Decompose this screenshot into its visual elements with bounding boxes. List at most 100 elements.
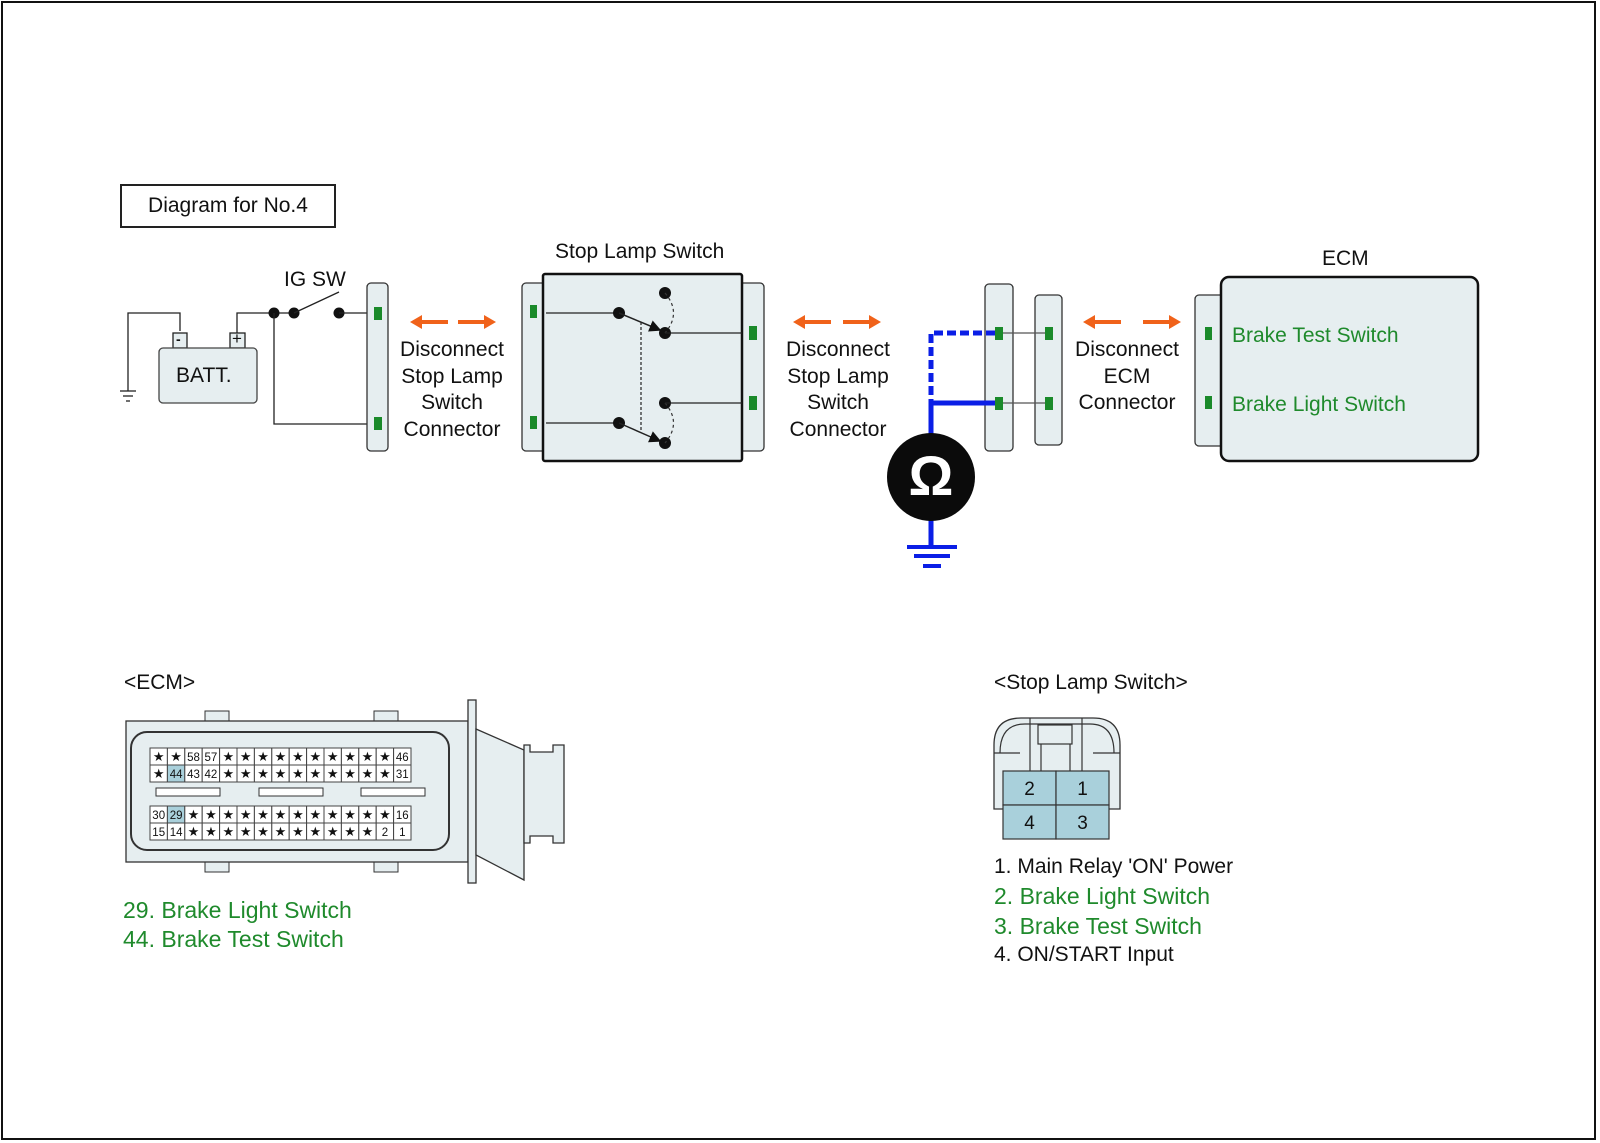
ecm-pin-unused-star: ★ [153, 766, 165, 781]
ecm-pin-number: 58 [187, 752, 200, 764]
ecm-legend-item: 44. Brake Test Switch [123, 926, 344, 952]
battery-negative-label: - [176, 331, 181, 347]
ecm-pin-unused-star: ★ [344, 766, 356, 781]
ecm-pin-cell [393, 764, 412, 783]
ecm-pin-unused-star: ★ [327, 807, 339, 822]
ecm-pin-number: 31 [396, 769, 409, 781]
disconnect-label-2: Disconnect Stop Lamp Switch Connector [774, 337, 902, 443]
disconnect-label-1-line: Connector [403, 417, 501, 441]
ecm-title: ECM [1322, 247, 1369, 270]
ecm-pin-number: 43 [187, 769, 200, 781]
ecm-legend-item: 29. Brake Light Switch [123, 897, 352, 923]
stop-lamp-pin-cell [1002, 804, 1057, 840]
disconnect-label-1-line: Disconnect [400, 338, 504, 361]
ecm-terminal-brake-test-switch: Brake Test Switch [1232, 324, 1399, 347]
ohmmeter-probe-leads [907, 330, 995, 568]
ecm-pin-unused-star: ★ [292, 766, 304, 781]
stop-lamp-legend-item-1: 1. Main Relay 'ON' Power [994, 855, 1234, 878]
ecm-pin-number: 46 [396, 752, 409, 764]
stop-lamp-pin-number: 2 [1024, 779, 1035, 800]
ecm-pin-unused-star: ★ [170, 749, 182, 764]
stop-lamp-pin-number: 3 [1077, 813, 1088, 834]
ecm-pin-unused-star: ★ [327, 766, 339, 781]
ecm-pin-unused-star: ★ [240, 749, 252, 764]
disconnect-label-3-line: Connector [1078, 391, 1176, 414]
ecm-pin-unused-star: ★ [153, 749, 165, 764]
ecm-connector-heading: <ECM> [124, 671, 196, 694]
ecm-pin-number: 44 [170, 769, 183, 781]
battery-positive-label: + [232, 329, 242, 348]
ecm-pin-unused-star: ★ [362, 766, 374, 781]
ecm-pin-unused-star: ★ [309, 766, 321, 781]
disconnect-label-2-line: Connector [789, 417, 887, 441]
ecm-pin-unused-star: ★ [240, 766, 252, 781]
ecm-pin-unused-star: ★ [257, 807, 269, 822]
ecm-pin-unused-star: ★ [379, 749, 391, 764]
disconnect-label-3-line: ECM [1103, 364, 1151, 388]
ecm-pin-unused-star: ★ [257, 766, 269, 781]
ecm-pin-number: 14 [170, 827, 183, 839]
disconnect-label-2-line: Disconnect [786, 338, 890, 361]
ecm-pin-unused-star: ★ [292, 824, 304, 839]
ecm-pin-unused-star: ★ [222, 766, 234, 781]
ecm-pin-unused-star: ★ [222, 824, 234, 839]
stop-lamp-legend-item-4: 4. ON/START Input [994, 943, 1174, 966]
stop-lamp-legend-item-2: 2. Brake Light Switch [994, 883, 1211, 909]
ecm-pin-cell [393, 822, 412, 841]
disconnect-arrow-1 [410, 315, 496, 329]
ground-symbol-left [120, 312, 181, 402]
stop-lamp-connector-heading: <Stop Lamp Switch> [994, 671, 1188, 694]
stop-lamp-pin-cell [1055, 770, 1110, 806]
disconnect-arrow-3 [1083, 315, 1181, 329]
ecm-pin-unused-star: ★ [379, 807, 391, 822]
disconnect-label-1-line: Stop Lamp [401, 364, 503, 388]
ecm-pin-unused-star: ★ [275, 824, 287, 839]
ecm-pin-unused-star: ★ [362, 824, 374, 839]
ecm-pin-number: 16 [396, 810, 409, 822]
connector-pair-middle [984, 283, 1063, 452]
ecm-pin-unused-star: ★ [240, 807, 252, 822]
ecm-pin-unused-star: ★ [257, 749, 269, 764]
ohmmeter-icon [887, 433, 975, 521]
battery-label: BATT. [176, 364, 232, 387]
stop-lamp-legend-item-3: 3. Brake Test Switch [994, 913, 1202, 939]
ecm-terminal-brake-light-switch: Brake Light Switch [1232, 393, 1406, 416]
ecm-pin-number: 29 [170, 810, 183, 822]
ohm-symbol: Ω [908, 444, 954, 507]
disconnect-arrow-2 [793, 315, 881, 329]
stop-lamp-pin-cell [1002, 770, 1057, 806]
disconnect-label-2-line: Stop Lamp [787, 364, 889, 388]
stop-lamp-pin-cell [1055, 804, 1110, 840]
ecm-pin-unused-star: ★ [275, 749, 287, 764]
ecm-pin-unused-star: ★ [292, 749, 304, 764]
ecm-pin-unused-star: ★ [205, 807, 217, 822]
ig-switch [268, 291, 374, 425]
disconnect-label-3: Disconnect ECM Connector [1063, 337, 1191, 417]
ecm-pin-number: 42 [205, 769, 218, 781]
stop-lamp-pin-number: 1 [1077, 779, 1088, 800]
ecm-pin-unused-star: ★ [309, 807, 321, 822]
ecm-pin-unused-star: ★ [344, 824, 356, 839]
diagram-title: Diagram for No.4 [120, 184, 336, 228]
ecm-pin-unused-star: ★ [188, 807, 200, 822]
ecm-pin-unused-star: ★ [379, 766, 391, 781]
ecm-pin-number: 57 [205, 752, 218, 764]
ecm-pin-unused-star: ★ [309, 824, 321, 839]
ecm-pin-number: 2 [382, 827, 388, 839]
ecm-module [1194, 275, 1480, 463]
battery [158, 312, 274, 404]
ecm-pin-unused-star: ★ [275, 766, 287, 781]
ecm-pin-unused-star: ★ [205, 824, 217, 839]
ecm-pin-unused-star: ★ [188, 824, 200, 839]
disconnect-label-2-line: Switch [807, 391, 869, 414]
ecm-pin-unused-star: ★ [275, 807, 287, 822]
ecm-pin-unused-star: ★ [327, 824, 339, 839]
ecm-pin-unused-star: ★ [362, 749, 374, 764]
stop-lamp-switch-body [521, 272, 765, 463]
disconnect-label-1-line: Switch [421, 391, 483, 414]
ecm-pin-unused-star: ★ [344, 749, 356, 764]
